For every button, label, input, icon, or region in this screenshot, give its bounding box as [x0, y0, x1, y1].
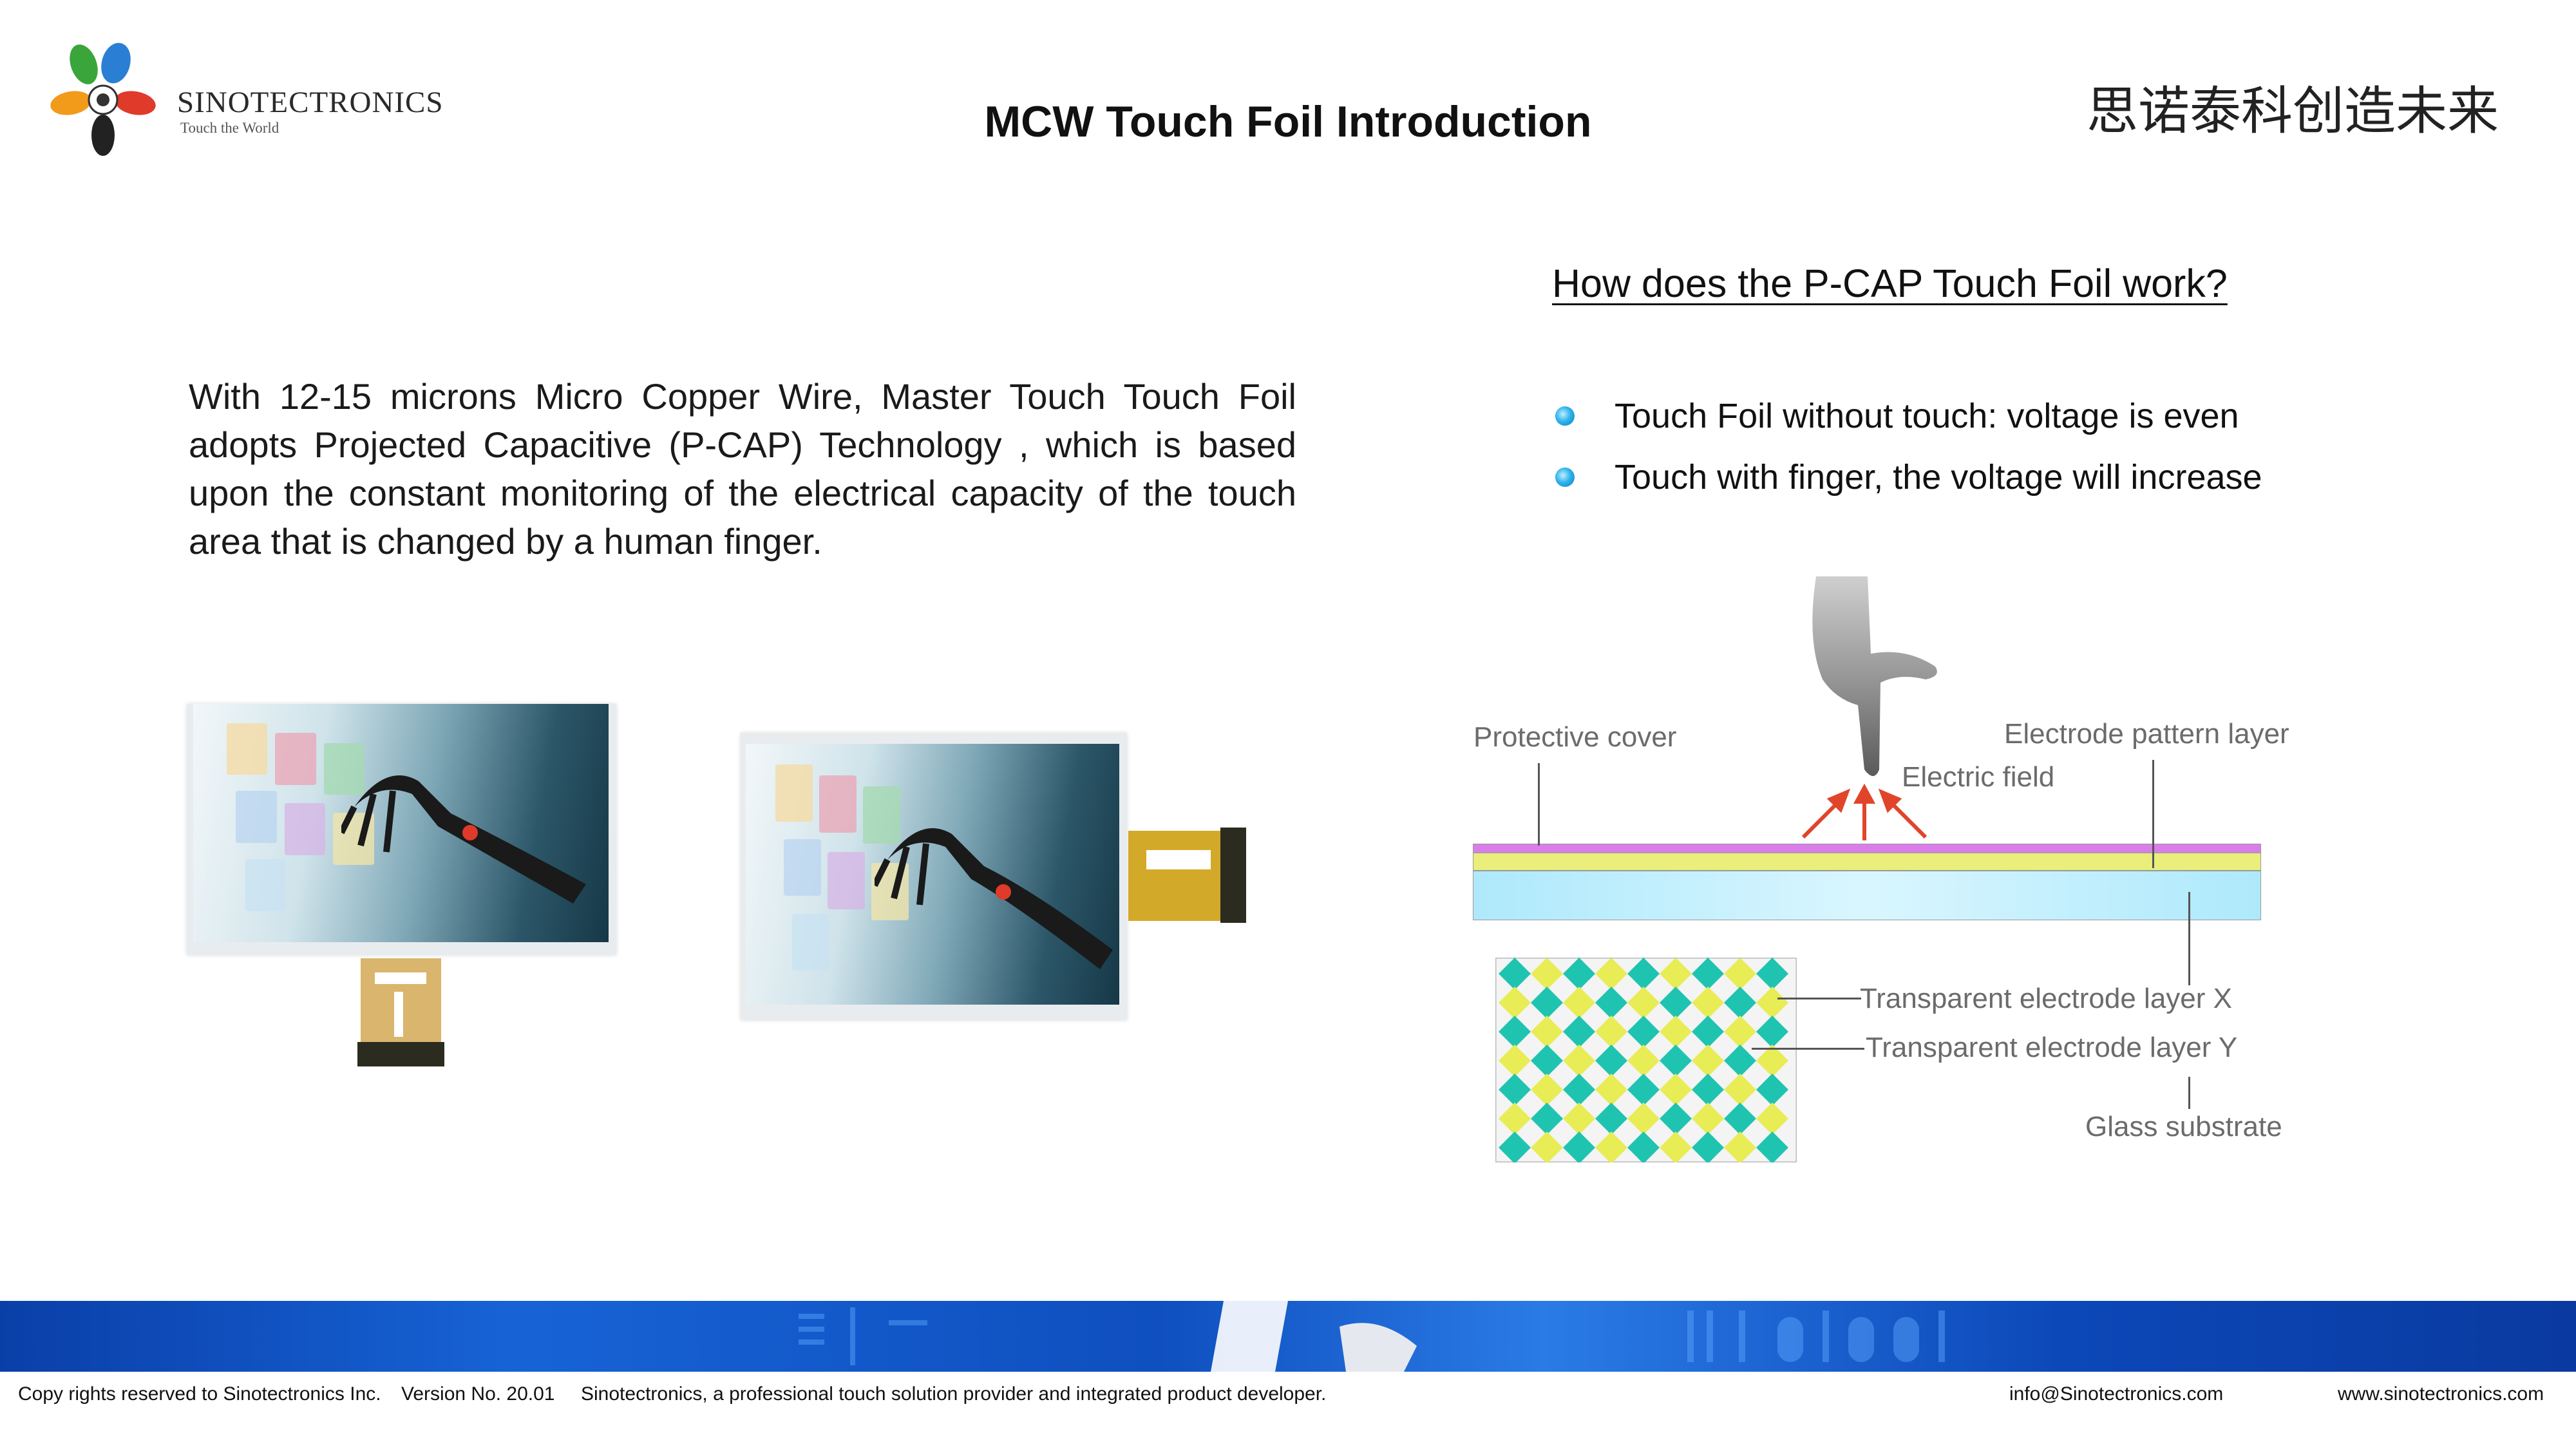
- bullet-dot-icon: [1555, 406, 1575, 426]
- electrode-diamond: [1595, 1132, 1627, 1162]
- electrode-diamond: [1692, 1074, 1724, 1106]
- footer-banner: [0, 1301, 2576, 1372]
- electrode-diamond: [1660, 958, 1692, 990]
- electrode-diamond: [1692, 1132, 1724, 1162]
- electrode-diamond: [1595, 987, 1627, 1019]
- electrode-diamond: [1531, 987, 1563, 1019]
- tech-pattern-decoration: [799, 1301, 1945, 1372]
- electrode-diamond: [1595, 1074, 1627, 1106]
- electrode-diamond: [1499, 958, 1531, 990]
- bullet-item: Touch with finger, the voltage will incr…: [1555, 457, 2262, 497]
- electric-field-label: Electric field: [1902, 761, 2055, 793]
- electrode-diamond: [1724, 1045, 1756, 1077]
- electrode-diamond: [1724, 1103, 1756, 1135]
- electrode-diamond: [1627, 958, 1660, 990]
- electrode-diamond: [1499, 1045, 1531, 1077]
- electrode-diamond: [1660, 1074, 1692, 1106]
- bullet-text: Touch Foil without touch: voltage is eve…: [1615, 397, 2239, 435]
- electrode-diamond: [1756, 1132, 1788, 1162]
- electrode-diamond: [1499, 987, 1531, 1019]
- electrode-diamond: [1563, 1045, 1595, 1077]
- footer-description: Sinotectronics, a professional touch sol…: [581, 1383, 1327, 1405]
- electrode-diamond: [1563, 1132, 1595, 1162]
- electrode-diamond: [1627, 987, 1660, 1019]
- electrode-pattern-layer: [1473, 853, 2261, 871]
- company-logo: [45, 39, 174, 161]
- electrode-diamond: [1724, 958, 1756, 990]
- intro-paragraph: With 12-15 microns Micro Copper Wire, Ma…: [189, 376, 1296, 562]
- finger-icon: [1812, 576, 1937, 776]
- electrode-x-label: Transparent electrode layer X: [1860, 983, 2232, 1014]
- electrode-diamond: [1627, 1045, 1660, 1077]
- electrode-diamond: [1756, 1016, 1788, 1048]
- electrode-diamond: [1724, 1016, 1756, 1048]
- footer-email-link[interactable]: info@Sinotectronics.com: [2009, 1383, 2224, 1405]
- electrode-diamond: [1724, 987, 1756, 1019]
- electrode-diamond: [1627, 1074, 1660, 1106]
- electrode-diamond: [1595, 1103, 1627, 1135]
- electrode-diamond: [1660, 1016, 1692, 1048]
- electrode-diamond: [1756, 1103, 1788, 1135]
- electrode-diamond: [1531, 1074, 1563, 1106]
- electric-field-arrows-icon: [1801, 783, 1927, 840]
- electrode-diamond: [1563, 958, 1595, 990]
- bullet-text: Touch with finger, the voltage will incr…: [1615, 458, 2262, 497]
- page-title: MCW Touch Foil Introduction: [984, 97, 1592, 146]
- electrode-diamond: [1531, 1016, 1563, 1048]
- electrode-diamond: [1692, 1016, 1724, 1048]
- footer-copyright: Copy rights reserved to Sinotectronics I…: [18, 1383, 381, 1405]
- electrode-diamond: [1499, 1016, 1531, 1048]
- electrode-diamond: [1724, 1074, 1756, 1106]
- electrode-diamond: [1627, 1016, 1660, 1048]
- brand-name: SINOTECTRONICS: [177, 86, 444, 119]
- electrode-diamond: [1692, 1045, 1724, 1077]
- glass-substrate-layer: [1473, 871, 2261, 920]
- electrode-diamond: [1692, 1103, 1724, 1135]
- footer-version: Version No. 20.01: [401, 1383, 555, 1405]
- electrode-diamond: [1660, 1103, 1692, 1135]
- protective-cover-label: Protective cover: [1473, 721, 1677, 753]
- electrode-diamond: [1756, 1045, 1788, 1077]
- bullet-dot-icon: [1555, 468, 1575, 487]
- electrode-diamond: [1563, 1103, 1595, 1135]
- electrode-diamond: [1692, 987, 1724, 1019]
- electrode-diamond: [1499, 1074, 1531, 1106]
- electrode-diamond: [1660, 1132, 1692, 1162]
- brand-tagline: Touch the World: [180, 120, 279, 136]
- electrode-diamond: [1692, 958, 1724, 990]
- electrode-diamond: [1531, 1045, 1563, 1077]
- electrode-diamond: [1499, 1132, 1531, 1162]
- hands-logo-icon: [50, 43, 156, 156]
- electrode-diamond: [1724, 1132, 1756, 1162]
- electrode-diamond: [1563, 1074, 1595, 1106]
- chinese-slogan: 思诺泰科创造未来: [2087, 81, 2499, 141]
- electrode-diamond: [1499, 1103, 1531, 1135]
- glass-substrate-label: Glass substrate: [2085, 1111, 2282, 1142]
- electrode-diamond: [1595, 958, 1627, 990]
- footer-website-link[interactable]: www.sinotectronics.com: [2338, 1383, 2544, 1405]
- electrode-diamond: [1756, 958, 1788, 990]
- electrode-y-label: Transparent electrode layer Y: [1866, 1032, 2238, 1063]
- electrode-diamond: [1595, 1016, 1627, 1048]
- electrode-diamond: [1531, 958, 1563, 990]
- electrode-pattern-layer-label: Electrode pattern layer: [2004, 718, 2289, 750]
- electrode-diamond: [1531, 1103, 1563, 1135]
- robot-hand-icon: [875, 828, 1113, 969]
- electrode-diamond: [1595, 1045, 1627, 1077]
- robot-hand-icon: [341, 775, 586, 904]
- electrode-diamond: [1756, 1074, 1788, 1106]
- how-it-works-heading: How does the P-CAP Touch Foil work?: [1552, 261, 2228, 305]
- electrode-diamond: [1756, 987, 1788, 1019]
- electrode-diamond: [1563, 1016, 1595, 1048]
- electrode-diamond: [1660, 987, 1692, 1019]
- electrode-diamond: [1660, 1045, 1692, 1077]
- electrode-diamond: [1627, 1132, 1660, 1162]
- electrode-diamond: [1627, 1103, 1660, 1135]
- electrode-diamond: [1531, 1132, 1563, 1162]
- electrode-grid-icon: [1495, 958, 1797, 1162]
- electrode-diamond: [1563, 987, 1595, 1019]
- bullet-item: Touch Foil without touch: voltage is eve…: [1555, 396, 2239, 436]
